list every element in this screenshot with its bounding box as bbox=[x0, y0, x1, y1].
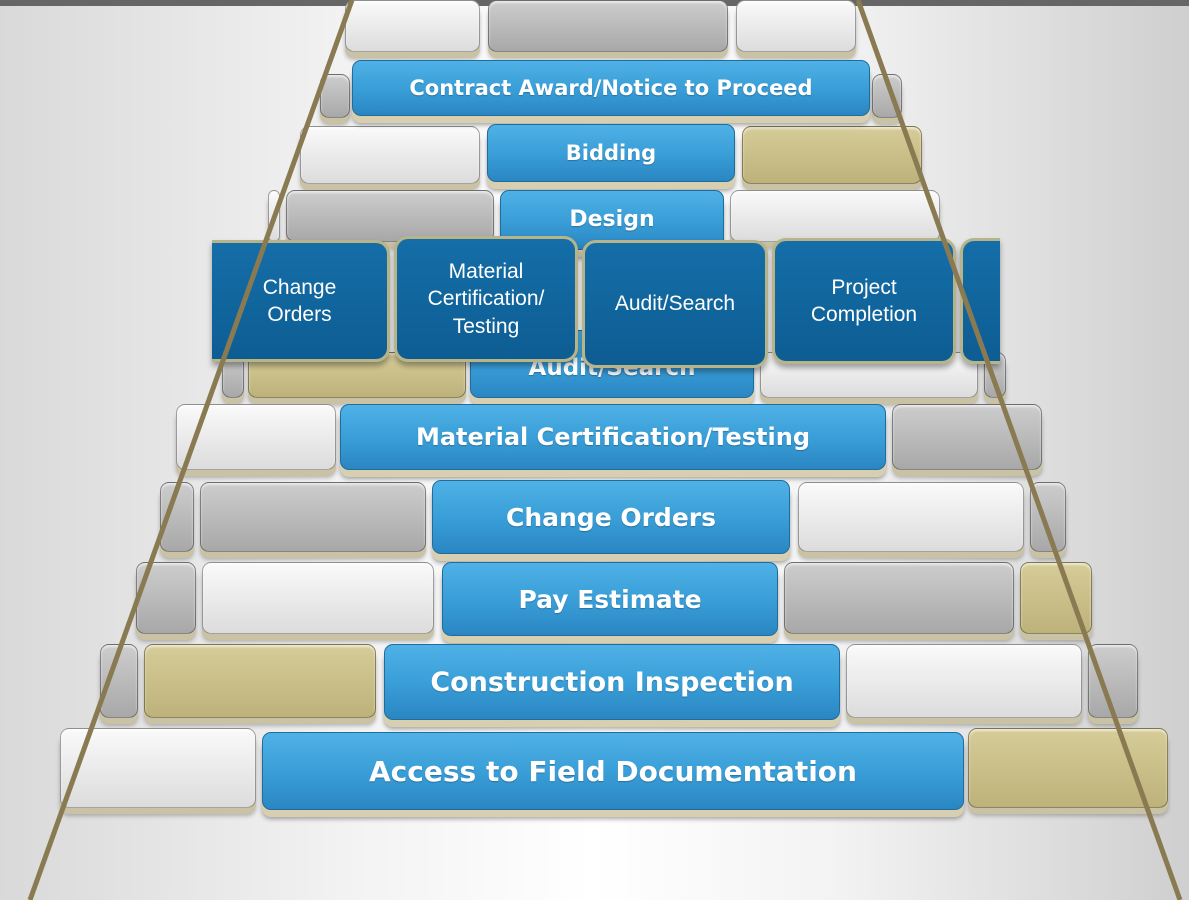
step-contract-award: Contract Award/Notice to Proceed bbox=[352, 60, 870, 116]
step-material-certification: Material Certification/Testing bbox=[340, 404, 886, 470]
card-material-certification[interactable]: Material Certification/ Testing bbox=[394, 236, 578, 362]
brick bbox=[730, 190, 940, 242]
step-bidding: Bidding bbox=[487, 124, 735, 182]
brick bbox=[60, 728, 256, 808]
card-audit-search[interactable]: Audit/Search bbox=[582, 240, 768, 368]
brick bbox=[300, 126, 480, 184]
brick bbox=[144, 644, 376, 718]
brick bbox=[345, 0, 480, 52]
brick bbox=[488, 0, 728, 52]
step-change-orders: Change Orders bbox=[432, 480, 790, 554]
brick bbox=[202, 562, 434, 634]
card-change-orders[interactable]: Change Orders bbox=[212, 240, 390, 362]
step-pay-estimate: Pay Estimate bbox=[442, 562, 778, 636]
right-path-edge bbox=[855, 0, 1183, 900]
brick bbox=[846, 644, 1082, 718]
brick bbox=[742, 126, 922, 184]
left-path-edge bbox=[27, 0, 355, 900]
brick bbox=[798, 482, 1024, 552]
brick bbox=[200, 482, 426, 552]
card-project-completion[interactable]: Project Completion bbox=[772, 238, 956, 364]
brick bbox=[286, 190, 494, 242]
step-access-field-documentation: Access to Field Documentation bbox=[262, 732, 964, 810]
step-construction-inspection: Construction Inspection bbox=[384, 644, 840, 720]
brick bbox=[784, 562, 1014, 634]
brick bbox=[736, 0, 856, 52]
